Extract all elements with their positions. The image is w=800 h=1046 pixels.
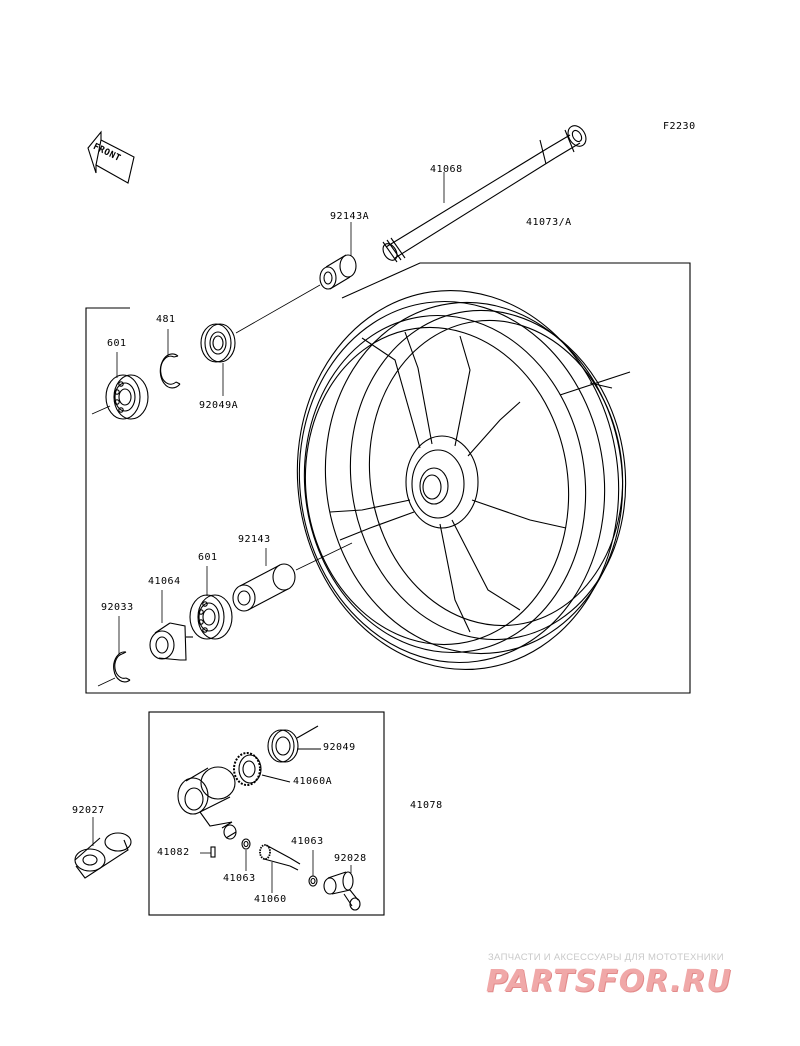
label-41063-b: 41063 [291, 836, 324, 847]
label-481: 481 [156, 314, 176, 325]
label-92049a: 92049A [199, 400, 239, 411]
washer-41063-a-part [241, 838, 251, 850]
label-601-right: 601 [107, 338, 127, 349]
wheel-assembly-frame [85, 262, 691, 694]
collar-92143-part [232, 563, 296, 612]
label-92027: 92027 [72, 805, 105, 816]
watermark-subtitle: ЗАПЧАСТИ И АКСЕССУАРЫ ДЛЯ МОТОТЕХНИКИ [488, 952, 724, 963]
label-92143a: 92143A [330, 211, 370, 222]
oil-seal-92049a-part [200, 323, 236, 363]
label-41064: 41064 [148, 576, 181, 587]
label-92143: 92143 [238, 534, 271, 545]
label-601-left: 601 [198, 552, 218, 563]
gear-41060a-part [233, 752, 291, 786]
bearing-601-left-part [189, 594, 233, 640]
pin-41082-part [210, 846, 216, 858]
washer-41063-b-part [308, 875, 318, 887]
bearing-601-right-part [105, 374, 149, 420]
collar-92027-part [74, 832, 132, 879]
label-92033: 92033 [101, 602, 134, 613]
bushing-92028-part [323, 871, 361, 911]
label-41073a: 41073/A [526, 217, 572, 228]
label-41063-a: 41063 [223, 873, 256, 884]
axle-part [382, 125, 587, 263]
pinion-41060-part [259, 844, 301, 871]
oil-seal-92049-part [267, 725, 321, 763]
circlip-481-part [159, 353, 181, 389]
label-92028: 92028 [334, 853, 367, 864]
collar-92143a-part [319, 254, 357, 290]
diagram-code-label: F2230 [663, 121, 696, 132]
label-41082: 41082 [157, 847, 190, 858]
gear-housing-part [177, 766, 237, 840]
wheel-part [296, 289, 631, 671]
watermark-logo: PARTSFOR.RU [486, 964, 732, 999]
front-arrow-icon [87, 130, 135, 184]
label-41068: 41068 [430, 164, 463, 175]
speedometer-gear-frame [148, 711, 385, 916]
label-41078: 41078 [410, 800, 443, 811]
coupling-41064-part [149, 622, 193, 661]
label-41060a: 41060A [293, 776, 333, 787]
label-92049: 92049 [323, 742, 356, 753]
label-41060: 41060 [254, 894, 287, 905]
circlip-92033-part [113, 651, 131, 683]
